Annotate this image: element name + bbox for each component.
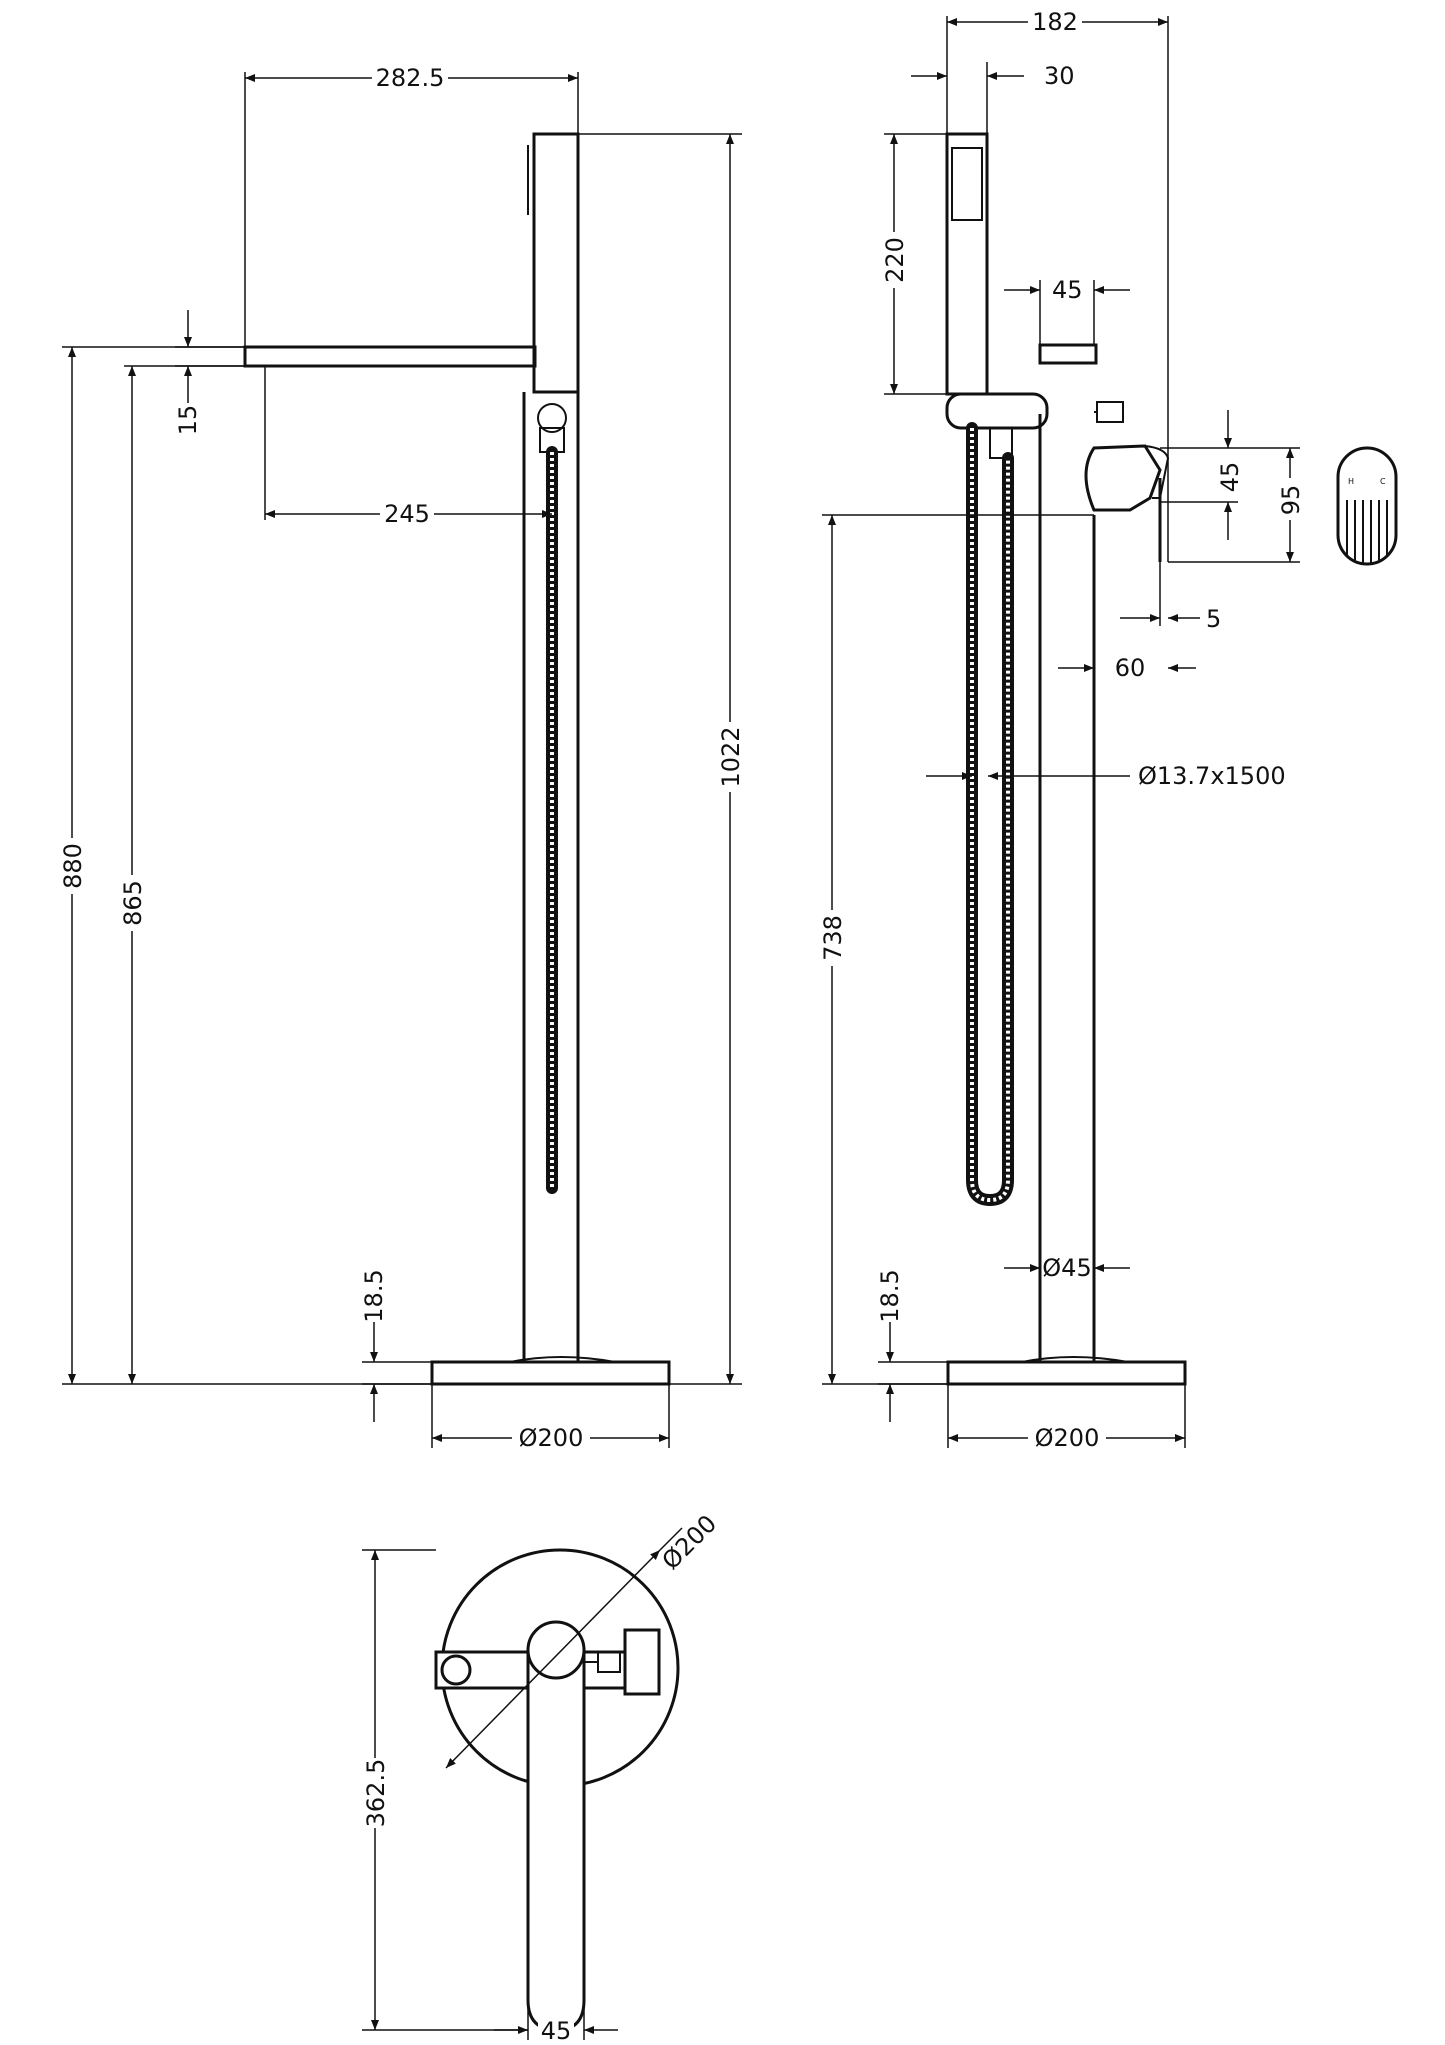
side-base-thickness-label: 18.5: [876, 1269, 904, 1322]
front-base-plate: [430, 1360, 671, 1386]
front-handset: [532, 132, 580, 394]
side-base-plate: [946, 1360, 1187, 1386]
front-spout-thickness-label: 15: [174, 405, 202, 436]
side-handset-spray-face: [951, 147, 983, 221]
plan-view: Ø200 362.5 45: [361, 1510, 722, 2045]
front-base-collar: [509, 1356, 616, 1363]
front-spout-bottom-height-label: 865: [119, 880, 147, 926]
side-control-knob: [1096, 401, 1124, 423]
front-spout-top-height-label: 880: [59, 843, 87, 889]
side-view: 182 30 220 45 45 95 5: [818, 8, 1305, 1452]
front-height-total-label: 1022: [717, 726, 745, 787]
side-hose: [966, 422, 1014, 1207]
side-hose-holder: [945, 392, 1049, 430]
knob-body: [1336, 446, 1398, 566]
knob-hot-mark: H: [1348, 477, 1354, 486]
side-column-diameter-label: Ø45: [1042, 1254, 1091, 1282]
side-hose-texture: [970, 428, 1010, 1203]
plan-base-diameter-label: Ø200: [657, 1510, 723, 1576]
plan-handle-reach-label: 362.5: [362, 1759, 390, 1828]
side-handle-height-label: 95: [1277, 485, 1305, 516]
side-handle-width-label: 45: [1216, 462, 1244, 493]
front-spout-reach-label: 245: [384, 500, 430, 528]
side-handle-body: [1084, 444, 1162, 512]
side-handset-length-label: 220: [881, 237, 909, 283]
front-base-thickness-label: 18.5: [360, 1269, 388, 1322]
side-spout-projection-label: 45: [1052, 276, 1083, 304]
front-spout: [243, 345, 537, 368]
front-width-total-label: 282.5: [376, 64, 445, 92]
plan-handle-width-label: 45: [541, 2017, 572, 2045]
plan-control-block: [623, 1628, 661, 1696]
plan-lever: [526, 1648, 586, 2032]
side-depth-total-label: 182: [1032, 8, 1078, 36]
front-base-diameter-label: Ø200: [519, 1424, 584, 1452]
front-view: 282.5 245 15 880 865 1022 18.5: [58, 64, 745, 1452]
front-hose-holder: [537, 403, 567, 433]
side-base-collar: [1021, 1356, 1129, 1363]
side-spout: [1038, 343, 1098, 365]
side-handset-width-label: 30: [1044, 62, 1075, 90]
knob-cold-mark: C: [1380, 477, 1386, 486]
plan-column: [526, 1620, 586, 1680]
side-handle-height-from-base-label: 738: [819, 915, 847, 961]
side-handle-gap-label: 5: [1206, 605, 1221, 633]
side-hose-spec-label: Ø13.7x1500: [1138, 762, 1286, 790]
side-hose-connector: [989, 427, 1013, 459]
side-base-diameter-label: Ø200: [1035, 1424, 1100, 1452]
side-handle-offset-label: 60: [1115, 654, 1146, 682]
handle-knob-detail: H C: [1336, 446, 1398, 566]
